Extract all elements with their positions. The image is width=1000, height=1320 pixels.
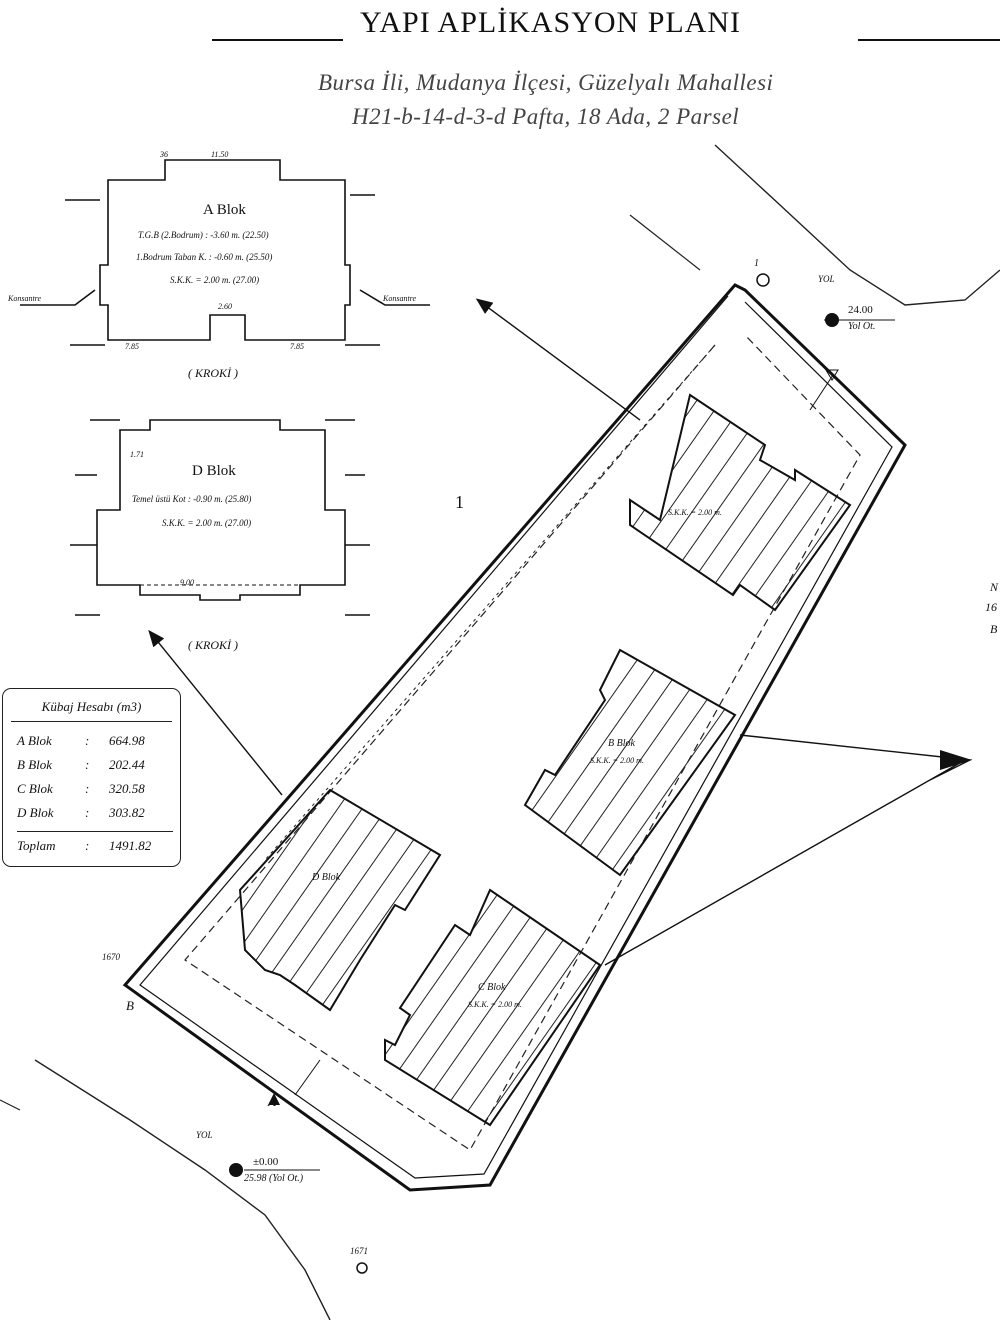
arrow-to-sketch-d [148, 629, 283, 796]
corner-label: 1670 [102, 952, 120, 962]
parcel-number: 1 [455, 492, 464, 512]
building-a [629, 393, 852, 612]
row-name: B Blok [17, 757, 53, 772]
road-edge-top-2 [629, 214, 701, 271]
sketch-d-caption: ( KROKİ ) [188, 638, 238, 652]
volume-table: Kübaj Hesabı (m3) A Blok : 664.98 B Blok… [2, 688, 181, 867]
sketch-a-left-note: Konsantre [8, 294, 42, 303]
edge-label-2: 16 [985, 600, 997, 614]
road-elev-marker-bottom [229, 1163, 243, 1177]
total-sep: : [85, 838, 90, 853]
building-c [384, 888, 602, 1127]
row-sep: : [85, 757, 90, 772]
sketch-a-label: A Blok [203, 202, 246, 218]
road-edge-bottom [34, 1059, 331, 1320]
sketch-d-label: D Blok [192, 463, 236, 479]
block-d-name: D Blok [312, 872, 341, 883]
row-value: 202.44 [109, 757, 145, 772]
sketch-d-dim-top: 1.71 [130, 450, 144, 459]
sketch-a-line3: S.K.K. = 2.00 m. (27.00) [170, 275, 260, 285]
block-c-elev: S.K.K. = 2.00 m. [468, 1000, 522, 1009]
point-a-label: A [268, 1094, 276, 1109]
sketch-a-dim-left: 36 [160, 150, 168, 159]
setback-line [184, 334, 861, 1151]
sketch-a-line2: 1.Bodrum Taban K. : -0.60 m. (25.50) [136, 252, 273, 262]
edge-label-1: N [990, 580, 999, 594]
subtitle-parcel: H21-b-14-d-3-d Pafta, 18 Ada, 2 Parsel [352, 104, 740, 129]
row-sep: : [85, 805, 90, 820]
row-value: 320.58 [109, 781, 145, 796]
sketch-d-dim-bottom: 9.00 [180, 578, 194, 587]
arrow-to-sketch-a [475, 298, 641, 421]
block-c-name: C Blok [478, 982, 506, 993]
row-name: D Blok [17, 805, 54, 820]
block-b-elev: S.K.K. = 2.00 m. [590, 756, 644, 765]
point-b-label: B [126, 998, 134, 1013]
sketch-a-dim-bottom-left: 7.85 [125, 342, 139, 351]
road-bottom-elev: ±0.00 [253, 1156, 279, 1168]
sketch-d-line2: S.K.K. = 2.00 m. (27.00) [162, 518, 252, 528]
volume-row: C Blok : 320.58 [17, 781, 173, 801]
block-b-name: B Blok [608, 738, 635, 749]
sketch-d-line1: Temel üstü Kot : -0.90 m. (25.80) [132, 494, 252, 504]
building-b [523, 648, 737, 877]
sketch-a-dim-bottom-right: 7.85 [290, 342, 304, 351]
sketch-a-dim-notch: 2.60 [218, 302, 232, 311]
total-value: 1491.82 [109, 838, 152, 853]
sketch-a-caption: ( KROKİ ) [188, 366, 238, 380]
volume-total-row: Toplam : 1491.82 [17, 831, 173, 858]
volume-row: D Blok : 303.82 [17, 805, 173, 825]
block-a-elev: S.K.K. = 2.00 m. [668, 508, 722, 517]
benchmark-top-label: 1 [754, 258, 759, 269]
row-sep: : [85, 781, 90, 796]
building-d [238, 788, 442, 1012]
volume-row: A Blok : 664.98 [17, 733, 173, 753]
edge-label-3: B [990, 622, 998, 636]
row-value: 303.82 [109, 805, 145, 820]
sketch-a-dim-top: 11.50 [211, 150, 229, 159]
subtitle-location: Bursa İli, Mudanya İlçesi, Güzelyalı Mah… [318, 70, 774, 95]
title-block: YAPI APLİKASYON PLANI [0, 2, 1000, 52]
sketch-a-right-note: Konsantre [383, 294, 417, 303]
row-name: A Blok [17, 733, 52, 748]
sketch-a-outline [20, 159, 430, 346]
road-top-label: YOL [818, 274, 835, 284]
road-bottom-note: 25.98 (Yol Ot.) [244, 1173, 304, 1184]
benchmark-bottom [356, 1262, 368, 1274]
road-edge-top [714, 144, 1000, 306]
page-title: YAPI APLİKASYON PLANI [360, 6, 742, 39]
benchmark-bottom-label: 1671 [350, 1246, 368, 1256]
parcel-boundary [122, 283, 907, 1192]
sketch-a-line1: T.G.B (2.Bodrum) : -3.60 m. (22.50) [138, 230, 269, 240]
total-name: Toplam [17, 838, 56, 853]
row-name: C Blok [17, 781, 53, 796]
road-top-elev: 24.00 [848, 304, 873, 316]
sketch-d-outline [70, 419, 370, 616]
row-sep: : [85, 733, 90, 748]
volume-table-header: Kübaj Hesabı (m3) [11, 689, 172, 722]
row-value: 664.98 [109, 733, 145, 748]
benchmark-top [756, 273, 770, 287]
road-top-note: Yol Ot. [848, 321, 876, 332]
road-bottom-label: YOL [196, 1130, 213, 1140]
volume-row: B Blok : 202.44 [17, 757, 173, 777]
